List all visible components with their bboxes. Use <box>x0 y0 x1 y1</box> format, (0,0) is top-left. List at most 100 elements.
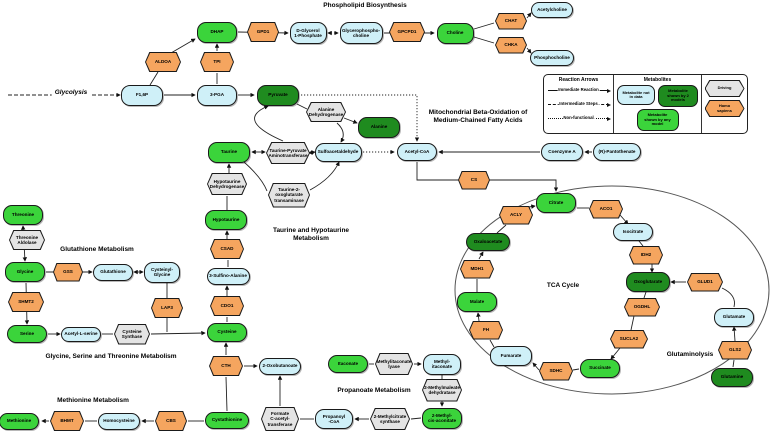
legend-arrow-dashed: Intermediate Steps <box>546 98 611 111</box>
section-title-2: Mitochondrial Beta-Oxidation of Medium-C… <box>428 109 528 124</box>
node-label-gls2: GLS2 <box>729 347 741 353</box>
node-aco1: ACO1 <box>589 199 623 219</box>
node-label-fumarate: Fumarate <box>500 353 522 359</box>
node-label-tpi: TPI <box>213 59 221 65</box>
node-glutamate: Glutamate <box>714 307 754 327</box>
node-label-gpcho: Glycerophospho- choline <box>341 27 381 38</box>
node-label-lap3: LAP3 <box>161 305 173 311</box>
node-propcoa: Propanoyl -CoA <box>315 409 353 429</box>
node-label-ogdhl: OGDHL <box>633 304 651 310</box>
hex-fill: Hypotaurine Dehydrogenase <box>208 174 246 194</box>
node-label-cystathionine: Cystathionine <box>211 417 243 423</box>
node-label-t2og: Taurine-2- oxoglutarate transaminase <box>274 187 304 203</box>
hex-fill: Methylitaconate lyase <box>376 354 412 374</box>
node-sdhc: SDHC <box>539 361 573 381</box>
hex-fill: 2-Methylmaleate dehydratase <box>423 379 461 401</box>
node-label-glutamine: Glutamine <box>720 374 744 380</box>
node-label-sucla2: SUCLA2 <box>619 336 639 342</box>
node-mmdeh: 2-Methylmaleate dehydratase <box>422 378 462 402</box>
node-label-acly: ACLY <box>509 212 523 218</box>
node-cth: CTH <box>209 356 243 376</box>
node-glud1: GLUD1 <box>687 272 723 292</box>
edge-69 <box>528 204 536 209</box>
node-gpd1: GPD1 <box>247 22 279 42</box>
node-label-thrald: Threonine Aldolase <box>15 234 39 245</box>
edge-19 <box>254 105 284 142</box>
node-panto: (R)-Pantothenate <box>593 143 641 161</box>
section-title-3: Taurine and Hypotaurine Metabolism <box>272 227 350 242</box>
node-label-choline: Choline <box>446 30 464 36</box>
edge-28 <box>309 161 340 191</box>
legend-arrow-label: Intermediate Steps <box>558 101 599 106</box>
node-succinate: Succinate <box>580 358 620 378</box>
node-label-aco1: ACO1 <box>599 206 613 212</box>
node-fcat: Formate C-acetyl- transferase <box>261 407 299 431</box>
edge-72 <box>732 326 737 342</box>
node-label-csad: CSAD <box>220 246 234 252</box>
legend-enzyme-0: Driving <box>704 80 745 97</box>
node-label-propcoa: Propanoyl -CoA <box>322 413 346 424</box>
node-label-milya: Methylitaconate lyase <box>376 358 412 369</box>
node-tpat: Taurine-Pyruvate Aminotransferase <box>266 142 310 164</box>
node-label-gss: GSS <box>63 269 73 275</box>
node-citrate: Citrate <box>536 193 576 213</box>
node-label-phosphocholine: Phosphocholine <box>534 55 570 61</box>
node-gls2: GLS2 <box>718 340 752 360</box>
legend-arrow-label: Immediate Reaction <box>557 87 600 92</box>
edge-39 <box>410 417 422 420</box>
hex-fill: SDHC <box>540 362 572 380</box>
hex-fill: 2-Methylcitrate synthase <box>371 409 409 429</box>
node-label-fcat: Formate C-acetyl- transferase <box>267 411 293 427</box>
edge-64 <box>489 339 495 348</box>
node-acls: Acetyl-L-serine <box>61 326 101 342</box>
node-thrald: Threonine Aldolase <box>9 230 45 250</box>
node-label-methionine: Methionine <box>6 418 32 424</box>
node-label-mca: 2-Methyl- cis-aconitate <box>427 412 457 423</box>
edge-63 <box>532 362 540 371</box>
legend-arrowhead-icon <box>607 102 611 107</box>
legend-arrow-solid: Immediate Reaction <box>546 84 611 97</box>
node-label-mcsyn: 2-Methylcitrate synthase <box>373 413 407 424</box>
node-label-isocitrate: Isocitrate <box>622 229 644 235</box>
node-shmt2: SHMT2 <box>8 292 44 312</box>
hex-fill: CHKA <box>496 37 526 53</box>
node-csad: CSAD <box>210 239 244 259</box>
node-itaconate: Itaconate <box>328 355 368 373</box>
node-lap3: LAP3 <box>151 298 183 318</box>
edge-65 <box>476 312 481 322</box>
node-alanine: Alanine <box>358 116 400 138</box>
node-label-glutamate: Glutamate <box>722 314 746 320</box>
node-bhmt: BHMT <box>50 411 84 431</box>
legend-arrowhead-icon <box>607 88 611 93</box>
node-serine: Serine <box>7 325 47 343</box>
edge-68 <box>496 224 507 234</box>
hex-fill: IDH2 <box>630 246 662 264</box>
node-label-tpat: Taurine-Pyruvate Aminotransferase <box>268 147 308 158</box>
edge-10 <box>473 22 495 30</box>
node-label-itaconate: Itaconate <box>337 361 359 367</box>
node-cdo1: CDO1 <box>210 296 244 316</box>
node-choline: Choline <box>436 22 474 44</box>
node-glutathione: Glutathione <box>93 263 133 281</box>
node-hypotaurine: Hypotaurine <box>205 210 247 230</box>
edge-56 <box>619 214 629 225</box>
node-dhap: DHAP <box>197 21 237 43</box>
edge-21 <box>308 150 316 155</box>
node-label-gpcpd1: GPCPD1 <box>397 29 417 35</box>
node-label-gpd1: GPD1 <box>256 29 270 35</box>
section-title-8: TCA Cycle <box>546 282 580 289</box>
node-glyc1p: D-Glycerol 1-Phosphate <box>289 22 327 44</box>
hex-fill: BHMT <box>51 412 83 430</box>
hex-fill: SHMT2 <box>9 293 43 311</box>
node-aladh: Alanine Dehydrogenase <box>306 102 346 122</box>
edge-24 <box>343 117 358 124</box>
node-pyruvate: Pyruvate <box>257 84 299 106</box>
node-label-acls: Acetyl-L-serine <box>64 331 98 337</box>
node-label-malate: Malate <box>469 299 485 305</box>
legend-metabolites-header: Metabolites <box>643 77 672 83</box>
legend-metabolite-0: Metabolite not in data <box>617 85 655 105</box>
hex-fill: Taurine-2- oxoglutarate transaminase <box>269 183 309 207</box>
edge-23 <box>296 103 308 110</box>
node-label-dhap: DHAP <box>210 29 224 35</box>
